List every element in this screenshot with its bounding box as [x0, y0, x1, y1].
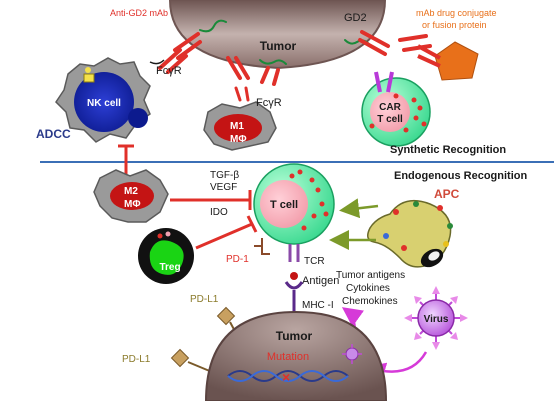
apc-to-tcell-arrow-1 [339, 198, 379, 219]
mutation-label: Mutation [267, 351, 309, 363]
nk-cell-label: NK cell [87, 98, 121, 109]
tumor-antigens-label: Tumor antigens [336, 270, 405, 281]
top-tumor: Tumor [168, 0, 387, 70]
m1-label-line2: MΦ [230, 134, 247, 145]
pdl1-ligand-2 [170, 348, 213, 373]
dna-strand [227, 370, 349, 382]
conjugate-label-line2: or fusion protein [422, 20, 487, 30]
pd1-label: PD-1 [226, 254, 249, 265]
nk-cell: NK cell [55, 57, 151, 143]
endogenous-recognition-label: Endogenous Recognition [394, 170, 527, 182]
central-t-cell: T cell [253, 163, 335, 245]
m1-macrophage: M1 MΦ [203, 101, 277, 151]
bottom-tumor: Tumor Mutation × [204, 310, 388, 402]
conjugate-antibody [417, 44, 441, 68]
drug-conjugate-pentagon [434, 41, 479, 81]
ido-label: IDO [210, 207, 228, 218]
antibody-group-top [158, 19, 432, 102]
bottom-tumor-label: Tumor [276, 329, 313, 343]
mhc-label: MHC -I [302, 300, 334, 311]
apc-cell [367, 199, 453, 268]
mutation-x-mark: × [282, 369, 290, 385]
adcc-label: ADCC [36, 127, 71, 141]
car-t-cell: CAR T cell [361, 71, 431, 147]
m2-label-line2: MΦ [124, 199, 141, 210]
car-label-line2: T cell [377, 114, 403, 125]
tcr-receptor [288, 244, 300, 262]
tcr-label: TCR [304, 256, 325, 267]
m2-label-line1: M2 [124, 186, 138, 197]
chemokines-label: Chemokines [342, 296, 398, 307]
fcgr-label-1: FcγR [156, 65, 182, 77]
virus-label: Virus [424, 314, 449, 325]
synthetic-recognition-label: Synthetic Recognition [390, 144, 506, 156]
t-cell-label: T cell [270, 199, 298, 211]
pd1-receptor [254, 238, 270, 255]
virus: Virus [404, 286, 468, 350]
fcgr-receptor-1 [149, 59, 165, 65]
top-tumor-label: Tumor [260, 39, 297, 53]
tgf-label: TGF-β [210, 170, 239, 181]
m1-label-line1: M1 [230, 121, 244, 132]
car-label-line1: CAR [379, 102, 401, 113]
treg-inhibition-line [195, 222, 253, 250]
apc-label: APC [434, 187, 460, 201]
treg-cell: Treg [138, 228, 194, 284]
fcgr-label-2: FcγR [256, 97, 282, 109]
anti-gd2-label: Anti-GD2 mAb [110, 8, 168, 18]
antigen-label: Antigen [302, 275, 339, 287]
gd2-label: GD2 [344, 12, 367, 24]
conjugate-label-line1: mAb drug conjugate [416, 8, 497, 18]
mhc-molecule [284, 281, 304, 312]
pdl1-label-2: PD-L1 [122, 354, 151, 365]
m2-macrophage: M2 MΦ [93, 169, 169, 223]
treg-label: Treg [159, 262, 180, 273]
virus-in-tumor [342, 344, 362, 364]
cytokines-label: Cytokines [346, 283, 390, 294]
antigen-dot [290, 272, 298, 280]
pdl1-label-1: PD-L1 [190, 294, 219, 305]
treg-inhibition-bar [246, 215, 258, 233]
vegf-label: VEGF [210, 182, 237, 193]
